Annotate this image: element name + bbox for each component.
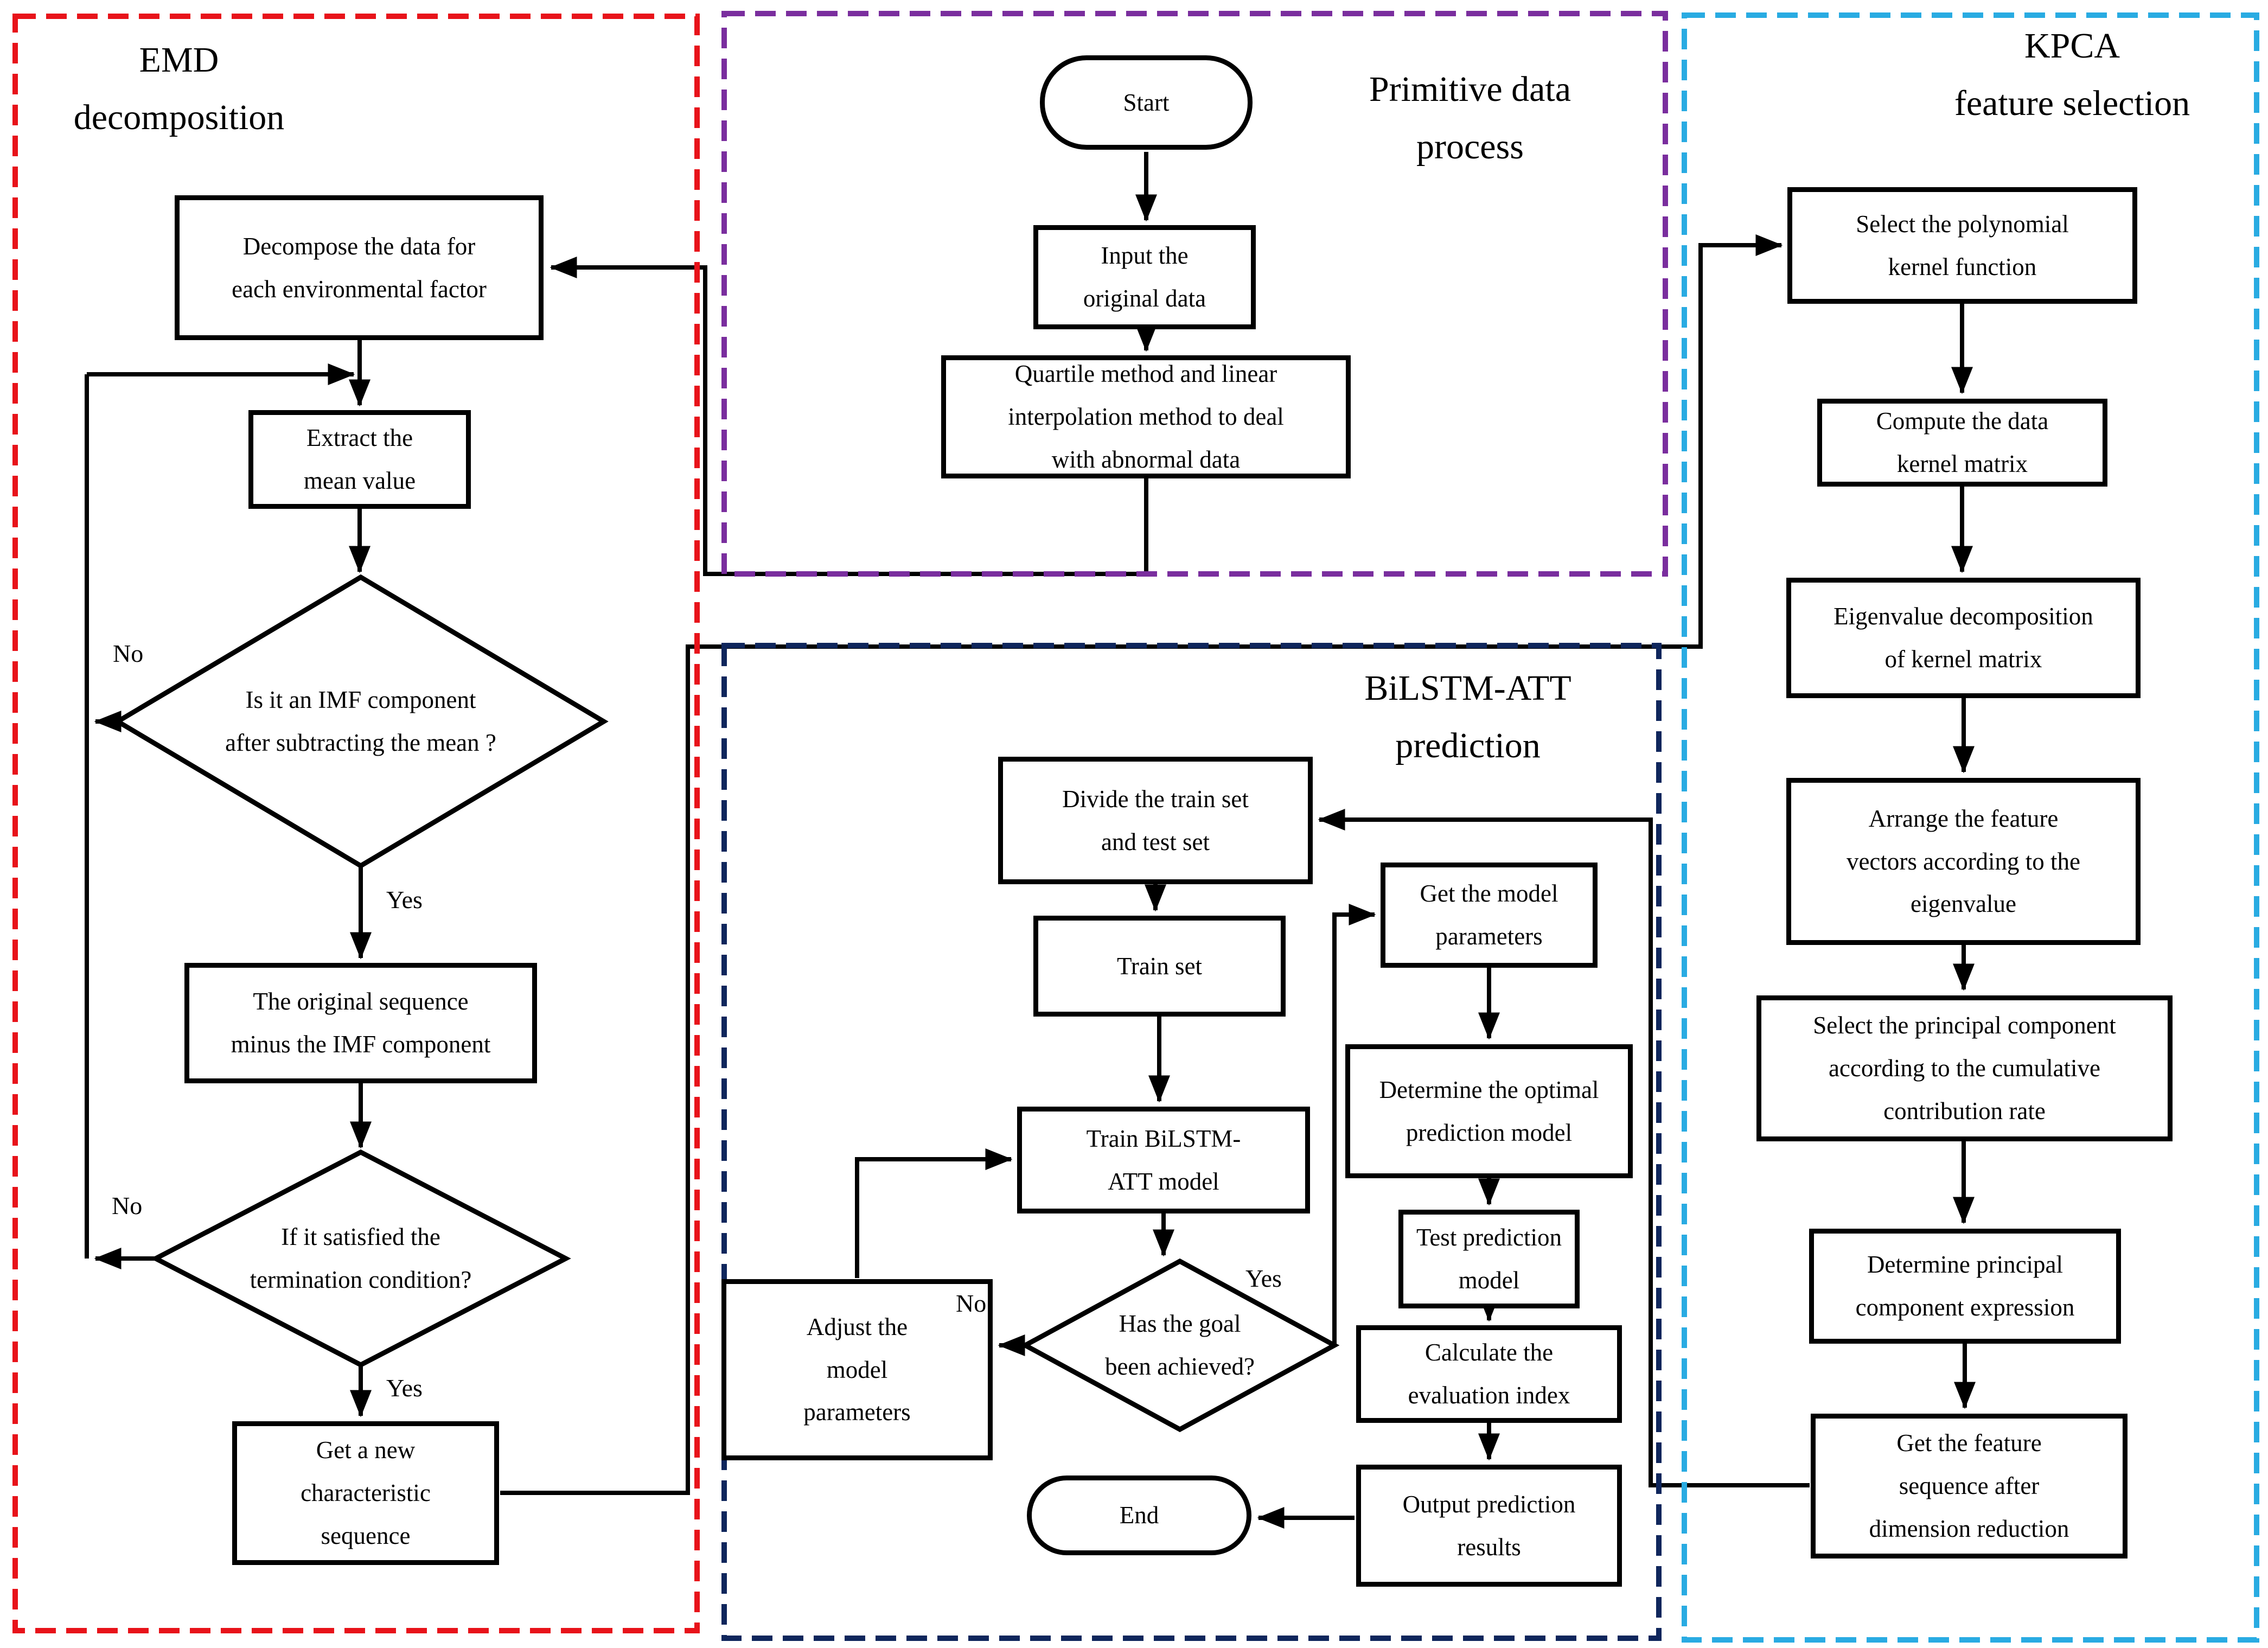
term-no-label: No <box>112 1192 143 1219</box>
start-node: Start <box>1040 55 1253 150</box>
kernel-matrix-node: Compute the data kernel matrix <box>1817 399 2107 487</box>
select-pc-node: Select the principal component according… <box>1756 995 2173 1141</box>
evaluation-index-node: Calculate the evaluation index <box>1356 1325 1622 1423</box>
quartile-method-node: Quartile method and linear interpolation… <box>941 355 1351 478</box>
kpca-region-border <box>1682 12 2259 1643</box>
emd-region-title: EMD decomposition <box>73 40 285 137</box>
edge-goal-yes <box>1332 904 1376 1345</box>
output-results-node: Output prediction results <box>1356 1465 1622 1587</box>
train-set-node: Train set <box>1033 916 1286 1017</box>
kernel-function-node: Select the polynomial kernel function <box>1787 187 2137 304</box>
decompose-node: Decompose the data for each environmenta… <box>175 195 544 340</box>
edge-featureseq-divide <box>1318 809 1810 1487</box>
input-original-data-node: Input the original data <box>1033 225 1256 329</box>
goal-check-diamond-shape <box>1020 1258 1340 1433</box>
primitive-region-title: Primitive data process <box>1369 69 1571 167</box>
termination-diamond-shape <box>150 1149 571 1368</box>
extract-mean-node: Extract the mean value <box>248 410 471 509</box>
imf-check-diamond-text: Is it an IMF component after subtracting… <box>225 686 496 756</box>
end-node: End <box>1027 1475 1251 1555</box>
emd-region-border <box>12 14 700 1633</box>
pc-expression-node: Determine principal component expression <box>1809 1229 2121 1344</box>
primitive-region-border <box>721 11 1668 577</box>
get-params-node: Get the model parameters <box>1381 863 1598 968</box>
divide-sets-node: Divide the train set and test set <box>998 757 1313 884</box>
goal-yes-label: Yes <box>1245 1264 1282 1292</box>
subtract-imf-node: The original sequence minus the IMF comp… <box>184 963 537 1083</box>
feature-sequence-node: Get the feature sequence after dimension… <box>1811 1414 2128 1558</box>
imf-no-label: No <box>113 640 144 667</box>
bilstm-region-title: BiLSTM-ATT prediction <box>1364 668 1571 765</box>
optimal-model-node: Determine the optimal prediction model <box>1345 1044 1633 1178</box>
term-yes-label: Yes <box>386 1374 423 1402</box>
edge-adjust-trainmodel <box>855 1148 1013 1278</box>
goal-no-label: No <box>956 1289 987 1317</box>
arrange-vectors-node: Arrange the feature vectors according to… <box>1786 778 2141 945</box>
eigen-decomposition-node: Eigenvalue decomposition of kernel matri… <box>1786 578 2141 698</box>
termination-diamond-text: If it satisfied the termination conditio… <box>250 1223 472 1293</box>
goal-check-diamond-text: Has the goal been achieved? <box>1104 1310 1255 1380</box>
imf-yes-label: Yes <box>386 886 423 914</box>
imf-check-diamond-shape <box>113 574 609 869</box>
bilstm-region-border <box>721 643 1662 1641</box>
train-model-node: Train BiLSTM- ATT model <box>1017 1107 1310 1213</box>
edge-quartile-decompose <box>550 257 1148 576</box>
kpca-region-title: KPCA feature selection <box>1954 26 2190 123</box>
new-sequence-node: Get a new characteristic sequence <box>232 1421 499 1565</box>
adjust-params-node: Adjust the model parameters <box>721 1279 993 1460</box>
test-model-node: Test prediction model <box>1398 1210 1580 1308</box>
